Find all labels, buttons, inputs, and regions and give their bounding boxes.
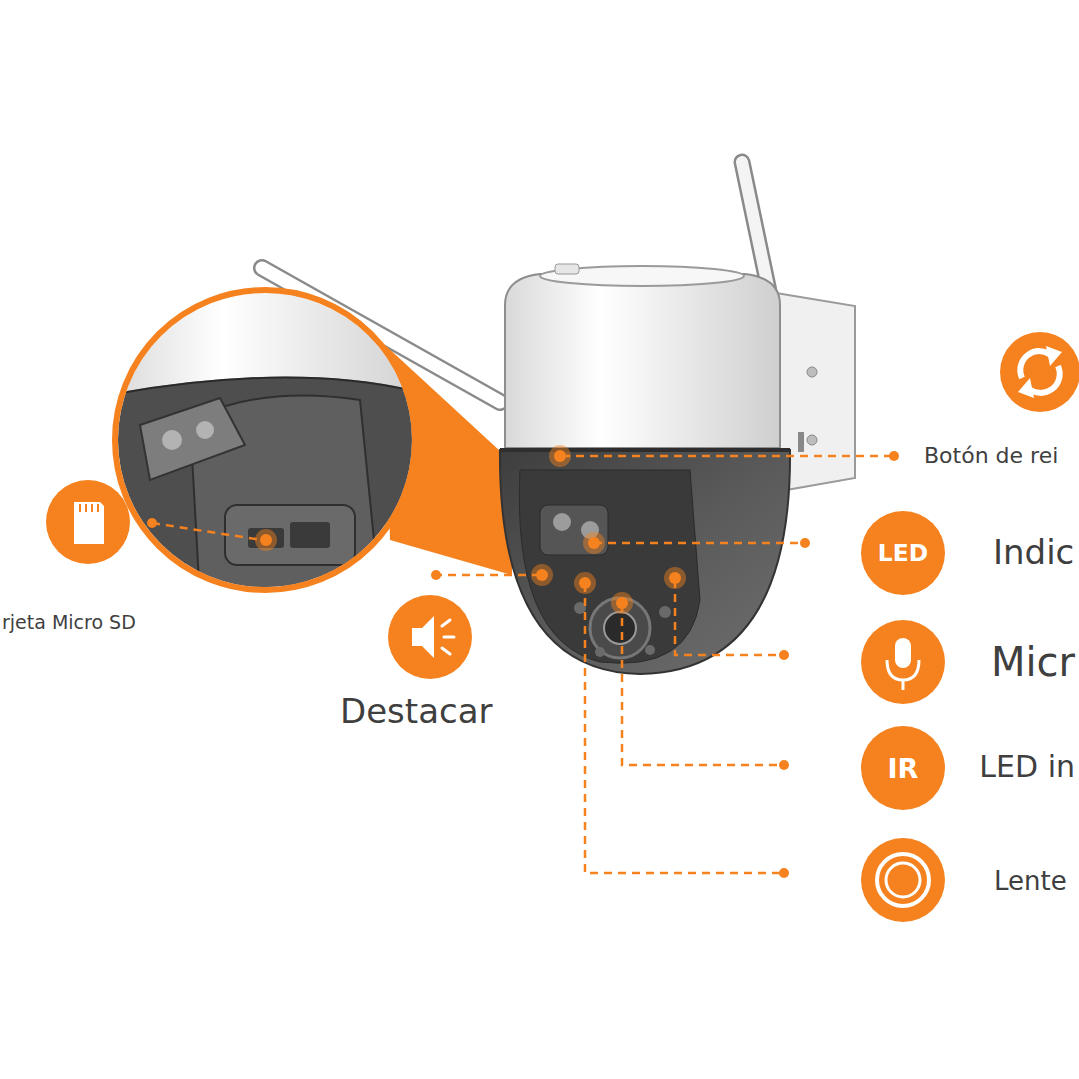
part-label: Destacar: [340, 691, 493, 731]
camera-ball: [500, 450, 790, 674]
sd-card-icon: [46, 480, 130, 564]
icon-text: IR: [861, 726, 945, 810]
leader-lines: [152, 456, 890, 873]
part-label: Lente: [994, 866, 1067, 896]
reset-icon: [1000, 332, 1079, 412]
lens-icon: [861, 838, 945, 922]
microphone-icon: [861, 620, 945, 704]
speaker-icon: [388, 595, 472, 679]
part-label: rjeta Micro SD: [2, 611, 136, 633]
leader-dots: [147, 451, 899, 878]
part-label: Micr: [991, 639, 1075, 685]
icon-circle: LEDIndic: [861, 511, 945, 595]
part-label: Botón de rei: [924, 443, 1058, 468]
camera-dome: [505, 274, 780, 448]
part-label: Indic: [993, 532, 1074, 572]
icon-text: LED: [861, 511, 945, 595]
point-markers: [255, 445, 686, 614]
part-label: LED in: [979, 749, 1075, 784]
zoom-detail: [110, 290, 430, 600]
icon-circle: IRLED in: [861, 726, 945, 810]
